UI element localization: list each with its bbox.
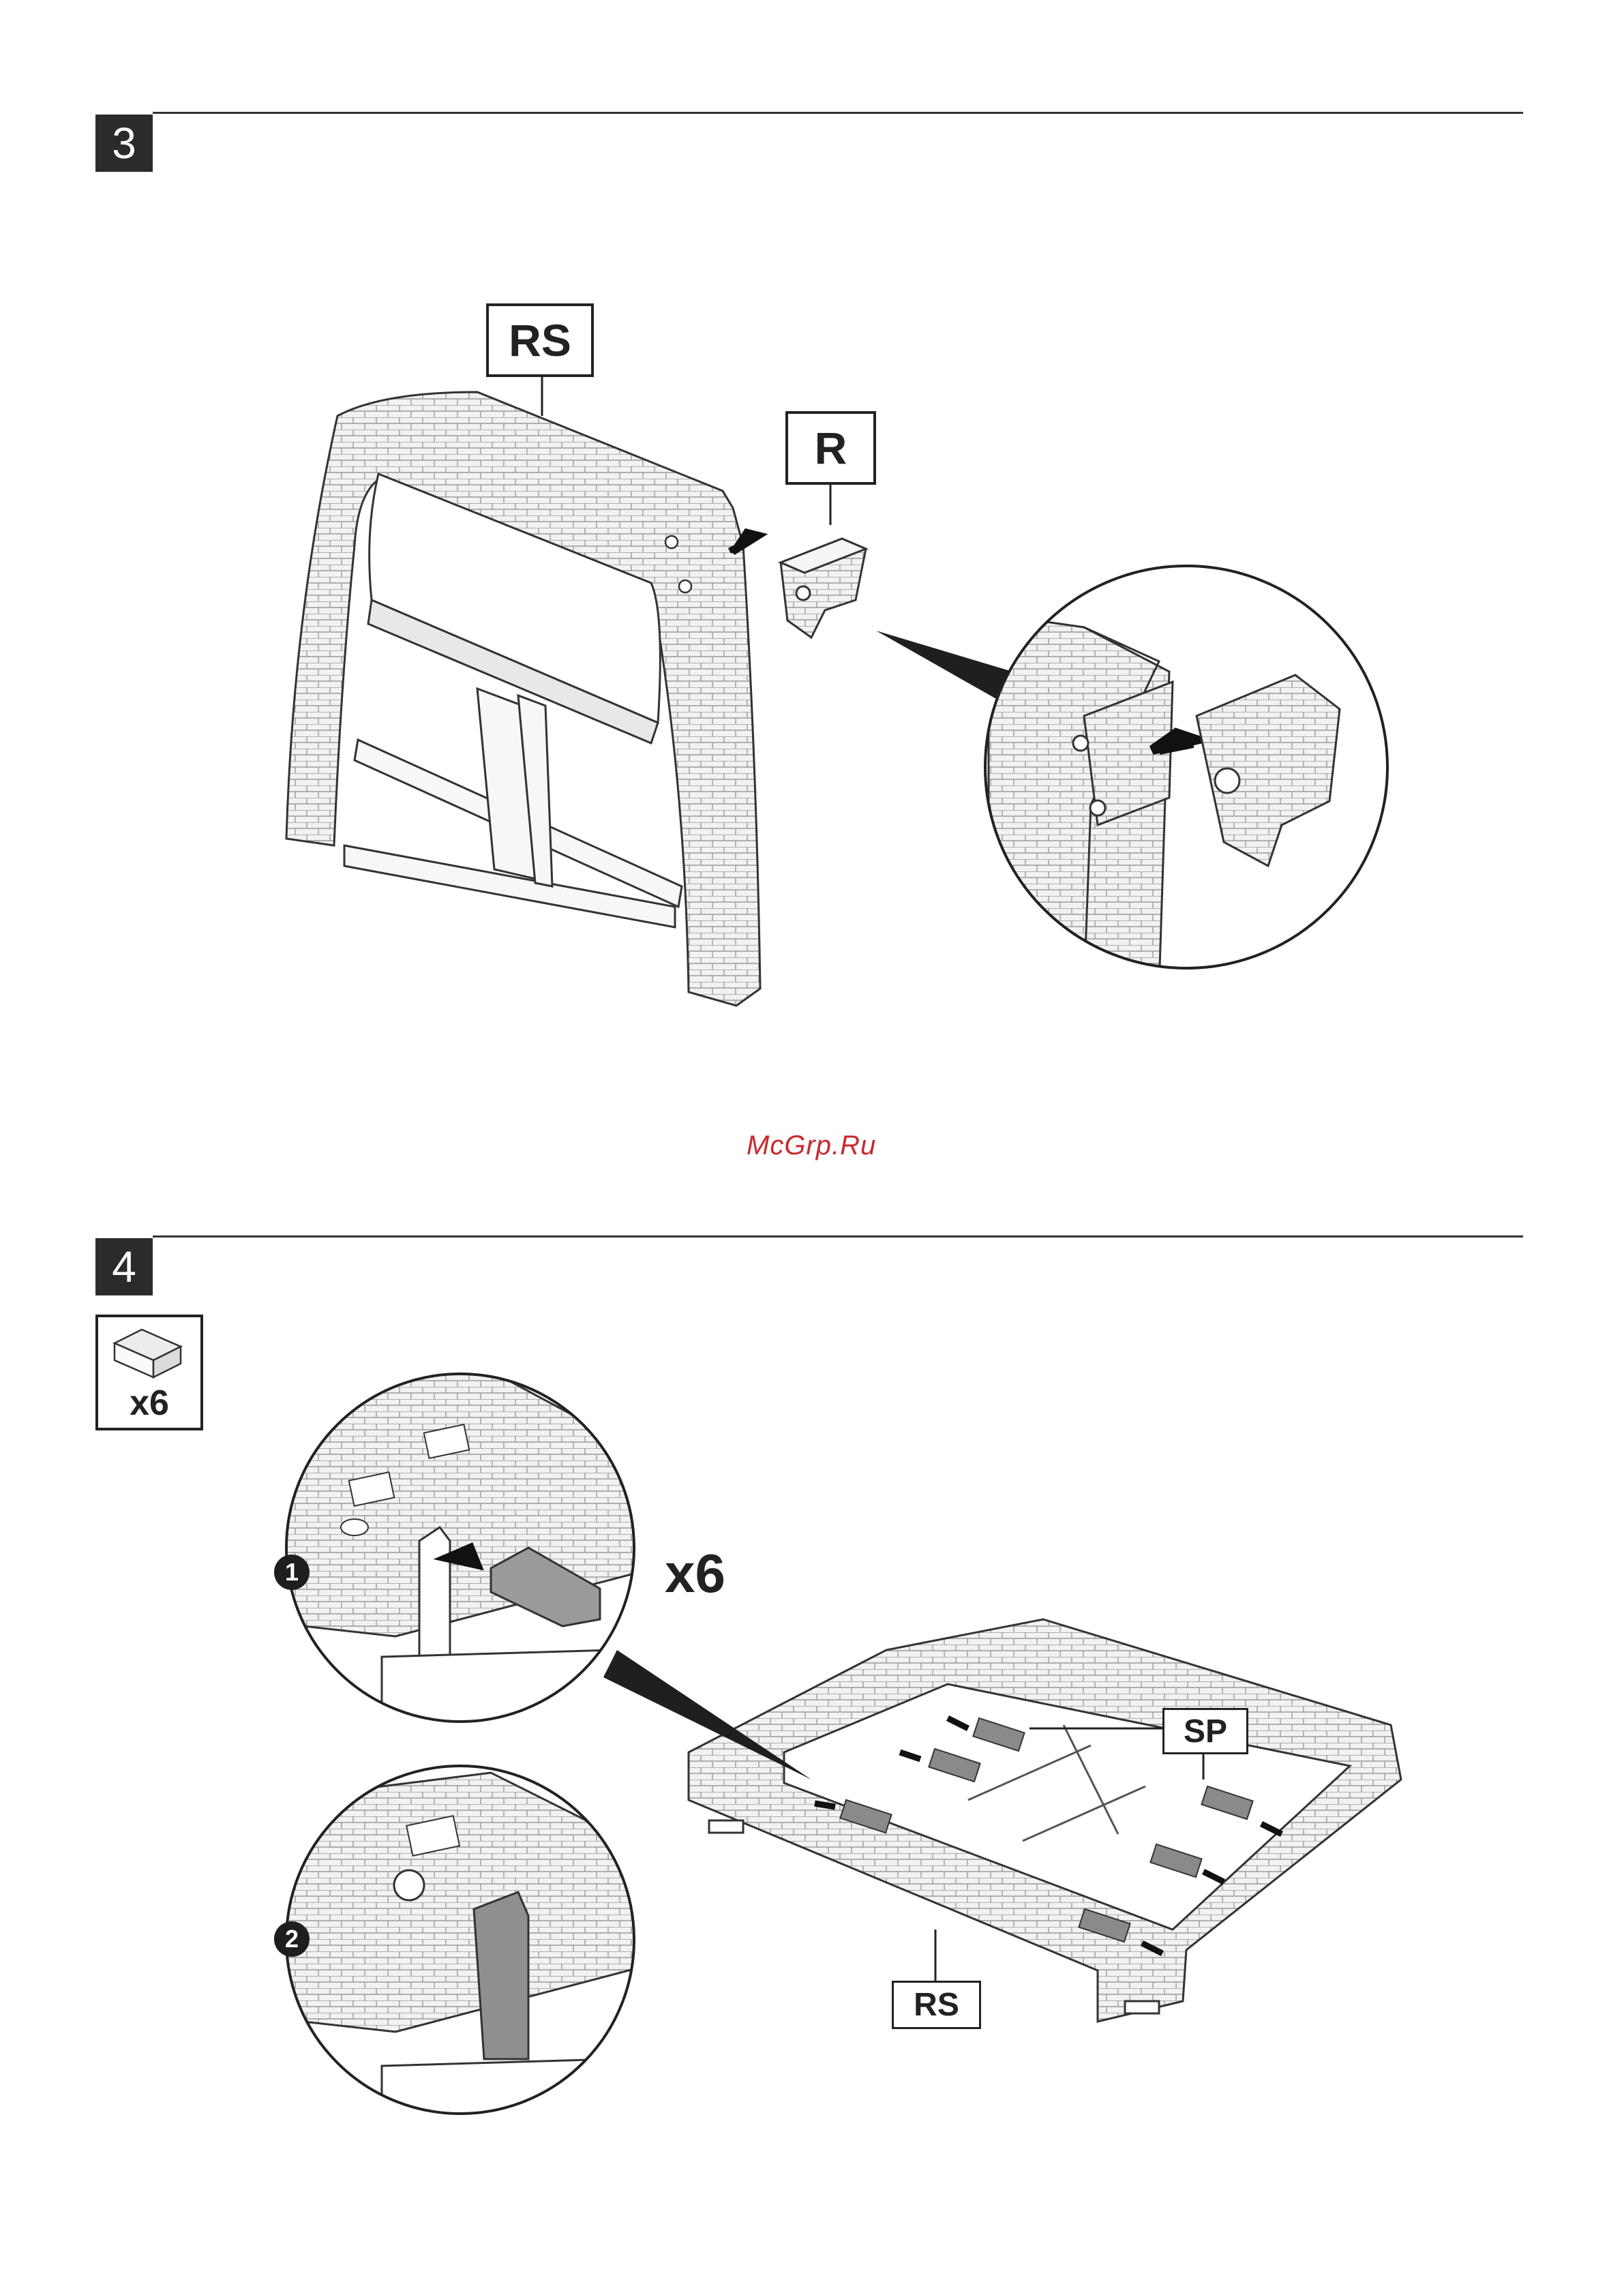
label-sp-spacer: SP [1162, 1708, 1248, 1754]
quantity-label: x6 [665, 1542, 725, 1605]
watermark-text: McGrp.Ru [747, 1130, 876, 1160]
step-4-badge: 4 [95, 1238, 153, 1295]
detail-2-number: 2 [285, 1925, 299, 1953]
step-4-number: 4 [112, 1242, 136, 1292]
label-rs-backrest-text: RS [509, 314, 571, 366]
label-sp-spacer-text: SP [1184, 1713, 1227, 1750]
detail-2-marker: 2 [274, 1921, 310, 1957]
detail-2-zoom [273, 1759, 655, 2127]
part-r [781, 539, 866, 638]
label-rs-seat-text: RS [914, 1986, 959, 2024]
label-r-part-text: R [815, 422, 847, 474]
quantity-text: x6 [665, 1543, 725, 1604]
step-3-zoom-detail [982, 566, 1391, 989]
seat-frame [689, 1619, 1401, 2022]
watermark: McGrp.Ru [747, 1130, 876, 1161]
detail-1-zoom [273, 1364, 655, 1732]
detail-1-marker: 1 [274, 1555, 310, 1590]
label-rs-seat: RS [892, 1981, 981, 2029]
part-count-box: x6 [95, 1315, 203, 1430]
part-count-label: x6 [98, 1383, 200, 1424]
detail-1-number: 1 [285, 1558, 299, 1587]
label-r-part: R [785, 411, 876, 485]
step-4-divider [153, 1235, 1523, 1238]
label-rs-backrest: RS [486, 303, 594, 377]
